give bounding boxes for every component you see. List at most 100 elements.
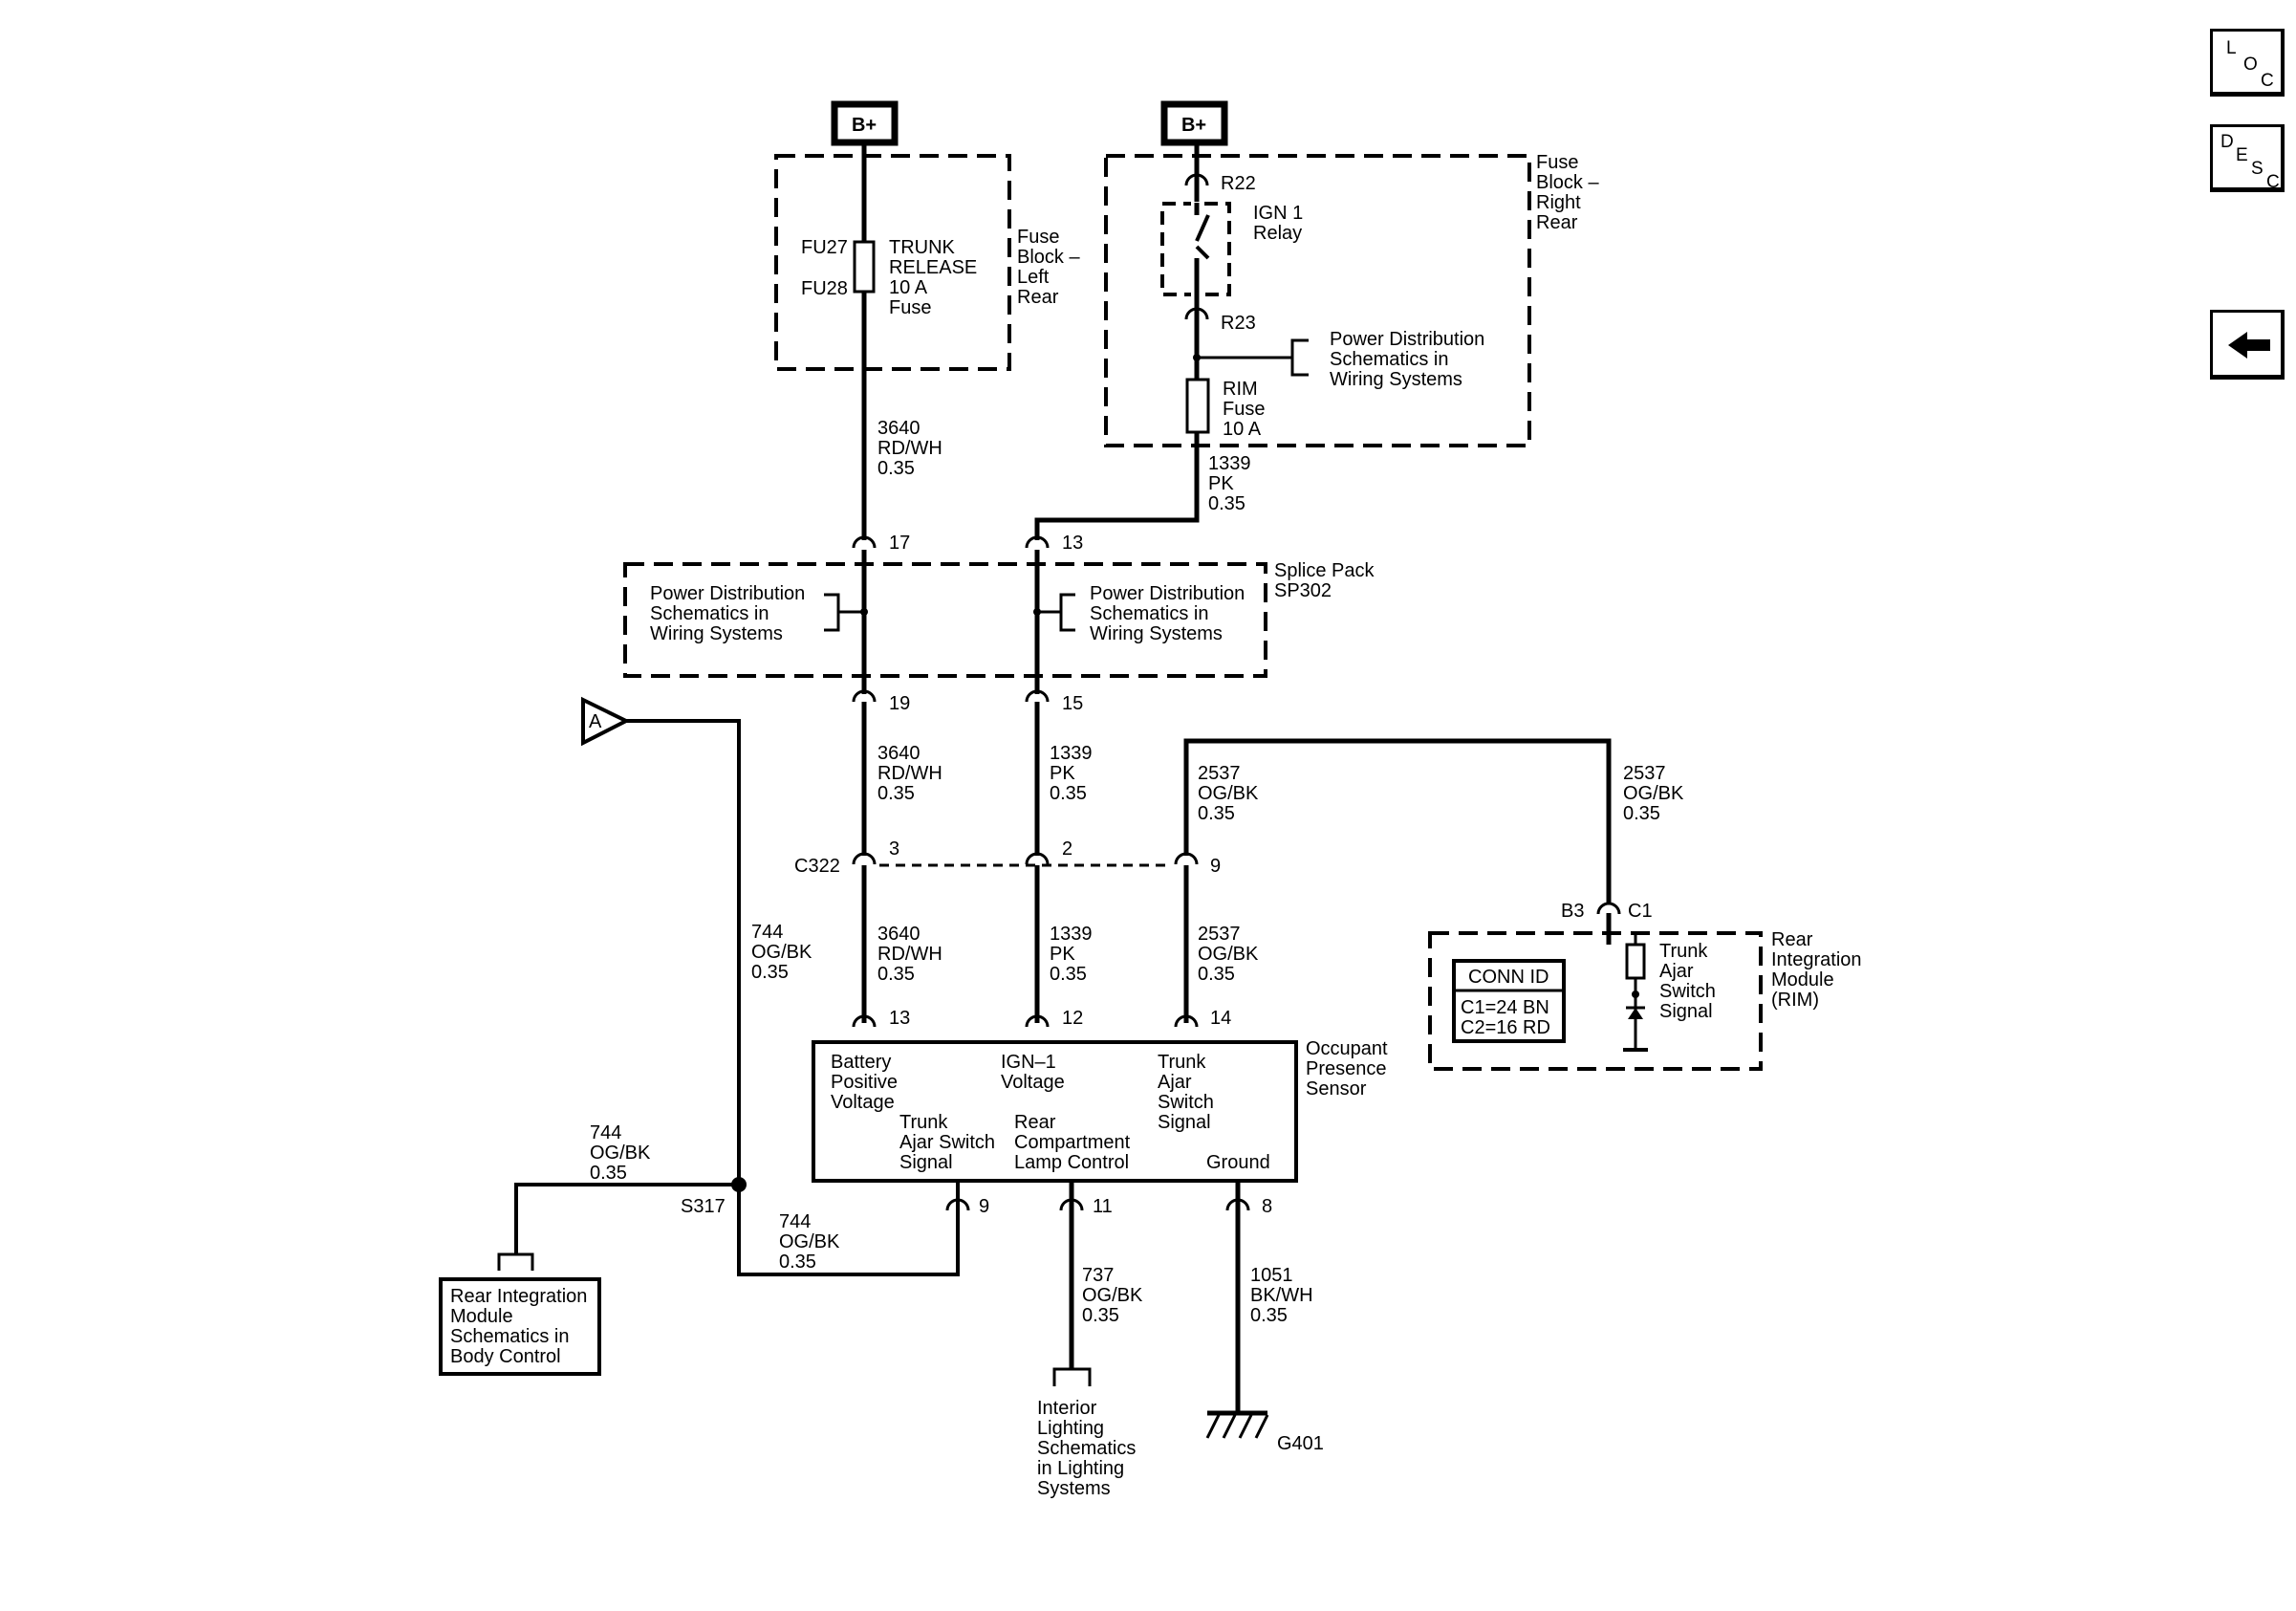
wire-1339-mid-2: PK [1050, 763, 1075, 784]
rim-body-ref-4: Body Control [450, 1346, 561, 1367]
b-plus-right: B+ [1160, 100, 1228, 146]
splice-pack-label-1: Splice Pack [1274, 560, 1375, 581]
dist-right-3: Wiring Systems [1090, 623, 1223, 644]
fuse-block-left-box [774, 154, 1011, 371]
b-plus-right-label: B+ [1181, 115, 1206, 136]
fuse-block-right-label-2: Block – [1536, 172, 1599, 193]
wire-2537-mid-2: OG/BK [1198, 783, 1259, 804]
wire-1339-top-3: 0.35 [1208, 493, 1245, 514]
fuse-fu28: FU28 [801, 278, 848, 299]
fuse-block-left-label-3: Left [1017, 267, 1050, 288]
sensor-trunk-top-4: Signal [1158, 1112, 1211, 1133]
c322-pin-9-label: 9 [1210, 856, 1221, 877]
sensor-pin-14-label: 14 [1210, 1008, 1231, 1029]
sensor-ign-2: Voltage [1001, 1072, 1065, 1093]
rim-switch-3: Switch [1659, 981, 1716, 1002]
rim-diode-icon [1628, 1008, 1643, 1019]
sensor-pin-9-label: 9 [979, 1196, 989, 1217]
wire-1051-3: 0.35 [1250, 1305, 1288, 1326]
desc-letter-s: S [2251, 159, 2264, 179]
sensor-trunk-top-1: Trunk [1158, 1052, 1206, 1073]
wire-3640-low-3: 0.35 [877, 964, 915, 985]
rim-pin-c1 [1596, 902, 1621, 916]
wire-744-vert-1: 744 [751, 922, 783, 943]
conn-id-line-1: C1=24 BN [1461, 997, 1549, 1018]
wire-744-bottom-3: 0.35 [779, 1252, 816, 1273]
back-button[interactable] [2210, 310, 2285, 380]
wire-2537-right-3: 0.35 [1623, 803, 1660, 824]
wire-744-bottom-1: 744 [779, 1211, 811, 1232]
back-arrow-icon [2228, 332, 2270, 359]
trunk-release-fuse [853, 240, 876, 294]
sensor-trunk-top-2: Ajar [1158, 1072, 1192, 1093]
ign1-relay-label-2: Relay [1253, 223, 1302, 244]
wire-737-1: 737 [1082, 1265, 1114, 1286]
sensor-trunk-top-3: Switch [1158, 1092, 1214, 1113]
rim-switch-4: Signal [1659, 1001, 1713, 1022]
b-plus-left: B+ [831, 100, 899, 146]
wire-1339-low-2: PK [1050, 944, 1075, 965]
trunk-release-fuse-label-4: Fuse [889, 297, 931, 318]
sensor-battery-1: Battery [831, 1052, 891, 1073]
splice-s317-label: S317 [681, 1196, 726, 1217]
wire-2537-low-2: OG/BK [1198, 944, 1259, 965]
rim-fuse-label-1: RIM [1223, 379, 1258, 400]
fuse-block-left-label-4: Rear [1017, 287, 1059, 308]
trunk-release-fuse-label-3: 10 A [889, 277, 928, 298]
sensor-trunk-bottom-2: Ajar Switch [899, 1132, 995, 1153]
wire-3640-mid-3: 0.35 [877, 783, 915, 804]
loc-letter-c: C [2261, 71, 2274, 91]
conn-id-title: CONN ID [1468, 967, 1549, 988]
wire-1339-low-3: 0.35 [1050, 964, 1087, 985]
dist-right-1: Power Distribution [1090, 583, 1245, 604]
rim-body-ref-box [439, 1277, 601, 1376]
rim-body-ref-2: Module [450, 1306, 513, 1327]
trunk-release-fuse-label-1: TRUNK [889, 237, 956, 258]
wire-2537-low-1: 2537 [1198, 924, 1241, 945]
wire-1339-top-2: PK [1208, 473, 1234, 494]
desc-letter-c: C [2266, 172, 2280, 192]
splice-pack-label-2: SP302 [1274, 580, 1332, 601]
wire-3640-mid-2: RD/WH [877, 763, 942, 784]
pin-r23-label: R23 [1221, 313, 1256, 334]
loc-button[interactable]: L O C [2210, 29, 2285, 97]
wire-2537-mid-1: 2537 [1198, 763, 1241, 784]
b-plus-left-label: B+ [852, 115, 877, 136]
sensor-lamp-2: Compartment [1014, 1132, 1131, 1153]
wire-1051-2: BK/WH [1250, 1285, 1313, 1306]
ground-g401-label: G401 [1277, 1433, 1324, 1454]
fuse-block-right-label-1: Fuse [1536, 152, 1578, 173]
sensor-ground: Ground [1206, 1152, 1270, 1173]
wire-744-left-2: OG/BK [590, 1143, 651, 1164]
wire-3640-mid-1: 3640 [877, 743, 921, 764]
off-page-connector-a [581, 696, 631, 747]
wire-744-left-1: 744 [590, 1122, 621, 1143]
wire-1339-low-1: 1339 [1050, 924, 1093, 945]
wire-1339-top-1: 1339 [1208, 453, 1251, 474]
splice-pack-box [623, 562, 1267, 678]
rim-title-3: Module [1771, 969, 1834, 991]
conn-id-line-2: C2=16 RD [1461, 1017, 1550, 1038]
rim-title-2: Integration [1771, 949, 1862, 970]
sensor-trunk-bottom-3: Signal [899, 1152, 953, 1173]
desc-button[interactable]: D E S C [2210, 124, 2285, 192]
desc-letter-e: E [2236, 145, 2248, 165]
sensor-pin-8-label: 8 [1262, 1196, 1272, 1217]
sensor-pin-11-label: 11 [1093, 1196, 1113, 1217]
wire-737-3: 0.35 [1082, 1305, 1119, 1326]
ground-icon [1205, 1410, 1269, 1439]
rim-switch-resistor [1625, 943, 1646, 980]
trunk-release-fuse-label-2: RELEASE [889, 257, 977, 278]
rim-module-box [1428, 931, 1763, 1071]
wire-3640-top-1: 3640 [877, 418, 921, 439]
wire-744-bottom-2: OG/BK [779, 1231, 840, 1252]
wire-1051-1: 1051 [1250, 1265, 1293, 1286]
sensor-title-2: Presence [1306, 1058, 1387, 1079]
dist-right-2: Schematics in [1090, 603, 1209, 624]
wire-3640-low-2: RD/WH [877, 944, 942, 965]
c322-label: C322 [794, 856, 840, 877]
dist-left-3: Wiring Systems [650, 623, 783, 644]
pin-19-label: 19 [889, 693, 910, 714]
dist-right-fuse-3: Wiring Systems [1330, 369, 1462, 390]
